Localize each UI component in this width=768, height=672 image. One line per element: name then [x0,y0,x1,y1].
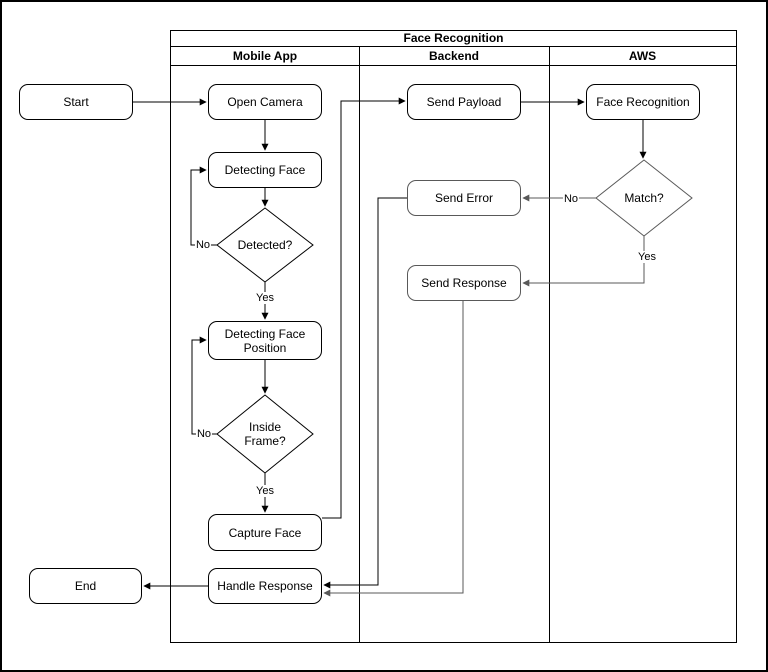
lane-header-backend: Backend [428,49,480,63]
edge-label-match-no: No [562,193,580,205]
lane-divider-mobileapp-backend [359,47,360,642]
node-send-error: Send Error [407,180,521,216]
node-handle-response: Handle Response [208,568,322,604]
edge-label-detected-yes: Yes [255,292,275,304]
edge-label-inside-frame-no: No [195,428,213,440]
lane-header-row: Mobile App Backend AWS [171,47,736,66]
lane-divider-backend-aws [549,47,550,642]
node-start: Start [19,84,133,120]
pool-title: Face Recognition [171,31,736,47]
node-capture-face: Capture Face [208,514,322,551]
edge-label-inside-frame-yes: Yes [255,485,275,497]
node-detecting-face: Detecting Face [208,152,322,188]
decision-inside-frame-label: Inside Frame? [244,420,286,448]
lane-header-mobile-app: Mobile App [232,49,298,63]
decision-match-label: Match? [624,191,664,205]
edge-label-match-yes: Yes [637,251,657,263]
node-send-payload: Send Payload [407,84,521,120]
decision-detected-label: Detected? [237,238,293,252]
node-face-recognition: Face Recognition [586,84,700,120]
node-open-camera: Open Camera [208,84,322,120]
node-end: End [29,568,142,604]
lane-header-aws: AWS [628,49,657,63]
node-detecting-face-position: Detecting Face Position [208,321,322,360]
node-send-response: Send Response [407,265,521,301]
edge-label-detected-no: No [194,239,212,251]
